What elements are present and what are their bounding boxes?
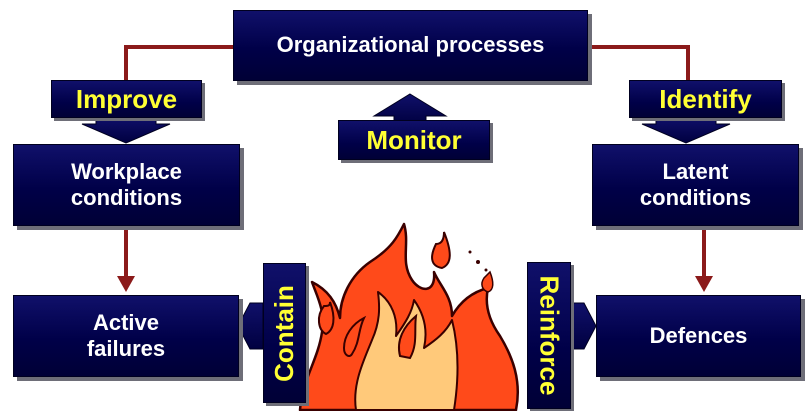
improve-arrow [81, 116, 171, 144]
fire-ember-top [431, 231, 451, 270]
monitor-label-box: Monitor [338, 120, 490, 160]
identify-label: Identify [659, 83, 752, 114]
fire-spark-2 [468, 250, 472, 254]
contain-label-box: Contain [263, 263, 306, 403]
active-failures-line2: failures [86, 336, 166, 361]
fire-spark-3 [484, 268, 488, 272]
fire-ember-right [481, 270, 494, 293]
fire-ember-left [318, 301, 335, 336]
latent-conditions-line1: Latent [662, 158, 729, 184]
active-failures-line1: Active [92, 309, 160, 335]
organizational-processes-label: Organizational processes [276, 32, 545, 58]
reinforce-arrow [570, 302, 597, 350]
reinforce-label-box: Reinforce [527, 262, 571, 409]
improve-label: Improve [75, 83, 178, 114]
contain-arrow [237, 302, 264, 350]
fire-tongue-left [342, 315, 367, 357]
fire-icon [298, 222, 520, 411]
monitor-label: Monitor [366, 124, 462, 155]
workplace-conditions-line2: conditions [70, 185, 183, 210]
active-failures-box: Active failures [13, 295, 239, 377]
defences-label: Defences [649, 322, 748, 348]
arrowhead-to-active [117, 276, 135, 292]
connector-org-to-latent [588, 45, 690, 95]
defences-box: Defences [596, 295, 801, 377]
improve-label-box: Improve [51, 80, 202, 118]
workplace-conditions-box: Workplace conditions [13, 144, 240, 226]
workplace-conditions-line1: Workplace [71, 158, 182, 184]
arrowhead-to-defences [695, 276, 713, 292]
latent-conditions-line2: conditions [639, 185, 752, 210]
organizational-processes-box: Organizational processes [233, 10, 588, 81]
fire-tongue-mid [398, 313, 418, 360]
reinforce-label: Reinforce [534, 275, 565, 396]
identify-label-box: Identify [629, 80, 782, 118]
connector-lines [124, 45, 706, 278]
identify-arrow [641, 116, 731, 144]
connector-org-to-workplace [124, 45, 233, 95]
fire-spark-1 [476, 260, 480, 264]
contain-label: Contain [269, 284, 300, 382]
latent-conditions-box: Latent conditions [592, 144, 799, 226]
